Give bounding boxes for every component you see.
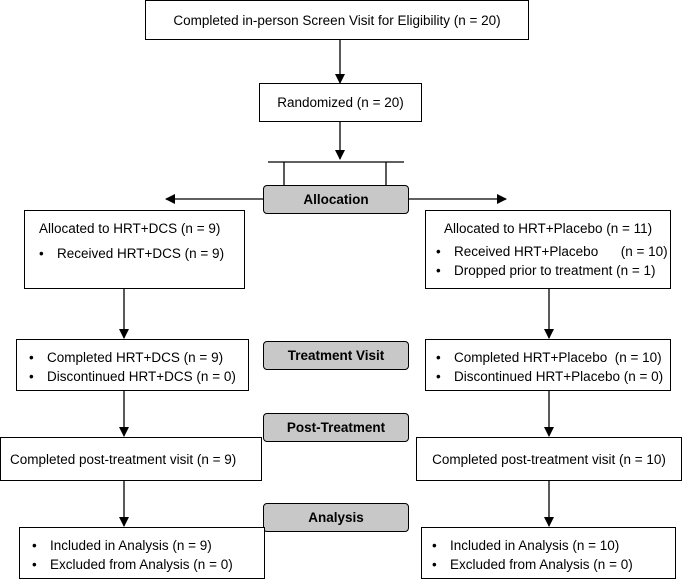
placebo-allocation-box: Allocated to HRT+Placebo (n = 11) Receiv… [425,210,671,289]
dcs-post-treatment-box: Completed post-treatment visit (n = 9) [0,437,262,481]
dcs-discontinued-item: Discontinued HRT+DCS (n = 0) [29,367,238,386]
dcs-excluded-item: Excluded from Analysis (n = 0) [32,555,254,574]
analysis-stage: Analysis [263,503,409,532]
dcs-analysis-box: Included in Analysis (n = 9) Excluded fr… [19,527,265,579]
screen-visit-label: Completed in-person Screen Visit for Eli… [173,12,501,28]
randomized-label: Randomized (n = 20) [277,95,404,110]
randomized-box: Randomized (n = 20) [259,83,422,122]
placebo-included-item: Included in Analysis (n = 10) [432,536,665,555]
dcs-allocated-label: Allocated to HRT+DCS (n = 9) [39,221,221,236]
placebo-analysis-box: Included in Analysis (n = 10) Excluded f… [421,527,676,579]
placebo-completed-item: Completed HRT+Placebo (n = 10) [436,348,662,367]
placebo-post-treatment-box: Completed post-treatment visit (n = 10) [416,437,682,481]
dcs-received-item: Received HRT+DCS (n = 9) [39,244,234,263]
dcs-included-item: Included in Analysis (n = 9) [32,536,254,555]
placebo-treatment-box: Completed HRT+Placebo (n = 10) Discontin… [425,339,671,391]
allocation-stage: Allocation [263,185,409,214]
treatment-visit-label: Treatment Visit [287,348,385,363]
treatment-visit-stage: Treatment Visit [263,341,409,370]
screen-visit-box: Completed in-person Screen Visit for Eli… [145,0,529,40]
dcs-treatment-box: Completed HRT+DCS (n = 9) Discontinued H… [16,339,249,391]
placebo-discontinued-item: Discontinued HRT+Placebo (n = 0) [436,367,663,386]
placebo-received-item: Received HRT+Placebo (n = 10) [436,242,668,261]
analysis-label: Analysis [308,510,364,525]
post-treatment-label: Post-Treatment [286,420,386,435]
placebo-excluded-item: Excluded from Analysis (n = 0) [432,555,665,574]
dcs-post-visit-label: Completed post-treatment visit (n = 9) [10,451,237,467]
post-treatment-stage: Post-Treatment [263,413,409,442]
placebo-post-visit-label: Completed post-treatment visit (n = 10) [432,451,666,467]
dcs-allocation-box: Allocated to HRT+DCS (n = 9) Received HR… [24,210,245,289]
placebo-allocated-label: Allocated to HRT+Placebo (n = 11) [444,221,653,236]
placebo-dropped-item: Dropped prior to treatment (n = 1) [436,261,660,280]
dcs-completed-item: Completed HRT+DCS (n = 9) [29,348,238,367]
allocation-label: Allocation [303,192,369,207]
